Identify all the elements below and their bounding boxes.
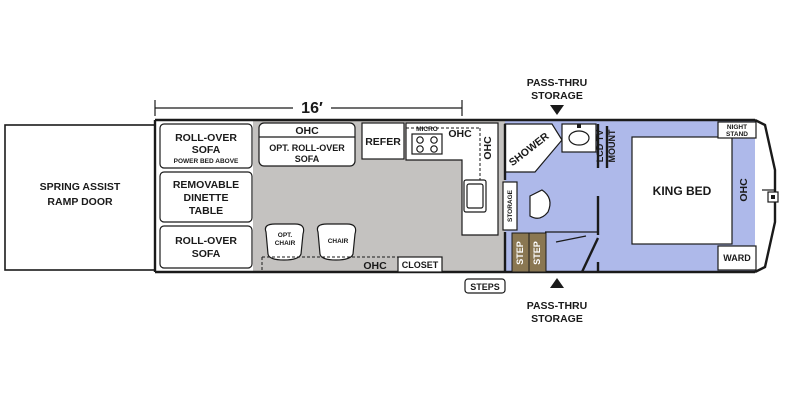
- exterior-walls: [153, 118, 779, 274]
- toilet: [529, 189, 551, 219]
- entry-steps: STEP STEP: [511, 232, 547, 273]
- king-bed-label: KING BED: [653, 184, 712, 198]
- night-stand-label-1: NIGHT: [727, 124, 747, 131]
- chair-label: CHAIR: [328, 238, 349, 245]
- arrow-down-icon: [550, 105, 564, 115]
- side-ohc-label: OHC: [482, 136, 494, 160]
- opt-chair: OPT. CHAIR: [264, 223, 305, 261]
- pass-thru-top-label-1: PASS-THRU: [527, 77, 587, 89]
- dinette-label-2: DINETTE: [184, 192, 229, 204]
- night-stand: NIGHT STAND: [717, 121, 757, 139]
- pass-thru-storage-top: PASS-THRU STORAGE: [527, 77, 587, 115]
- dinette-table: REMOVABLE DINETTE TABLE: [159, 171, 253, 223]
- cooktop: [411, 133, 443, 155]
- pass-thru-bottom-label-1: PASS-THRU: [527, 300, 587, 312]
- night-stand-label-2: STAND: [726, 131, 748, 138]
- steps-label: STEPS: [470, 282, 500, 292]
- pass-thru-bottom-label-2: STORAGE: [531, 313, 583, 325]
- dimension-line: 16′: [154, 98, 463, 117]
- rear-sofa-label-2: SOFA: [192, 248, 221, 260]
- opt-chair-label-1: OPT.: [278, 232, 293, 239]
- exterior-steps: STEPS: [464, 278, 506, 294]
- kitchen-ohc-label: OHC: [448, 128, 472, 140]
- bottom-ohc-closet: OHC CLOSET: [261, 256, 443, 273]
- opt-sofa-label-2: SOFA: [295, 154, 320, 164]
- storage-label: STORAGE: [507, 189, 514, 222]
- wardrobe: WARD: [717, 245, 757, 271]
- ramp-door-label-2: RAMP DOOR: [47, 196, 113, 208]
- opt-roll-over-sofa: OHC OPT. ROLL-OVER SOFA: [258, 122, 356, 167]
- dinette-label-1: REMOVABLE: [173, 179, 239, 191]
- bottom-ohc-label: OHC: [363, 260, 387, 272]
- interior-walls: [503, 124, 600, 273]
- dinette-label-3: TABLE: [189, 205, 223, 217]
- ramp-door: SPRING ASSIST RAMP DOOR: [4, 124, 156, 271]
- front-sofa: ROLL-OVER SOFA POWER BED ABOVE: [159, 123, 253, 169]
- front-sofa-sub-label: POWER BED ABOVE: [174, 158, 239, 165]
- shower: SHOWER: [504, 123, 563, 173]
- rear-sofa: ROLL-OVER SOFA: [159, 225, 253, 269]
- opt-chair-label-2: CHAIR: [275, 240, 296, 247]
- bedroom-ohc-label: OHC: [738, 178, 750, 202]
- step-2: [528, 232, 547, 273]
- step-label-2: STEP: [532, 241, 542, 265]
- micro-label: MICRO: [416, 126, 438, 133]
- opt-sofa-label-1: OPT. ROLL-OVER: [269, 143, 345, 153]
- ward-label: WARD: [723, 253, 751, 263]
- closet-label: CLOSET: [402, 260, 439, 270]
- sofa-ohc-label: OHC: [295, 125, 319, 137]
- storage-cabinet: STORAGE: [502, 181, 518, 231]
- king-bed: KING BED: [631, 136, 733, 245]
- lcd-tv-mount: LCD TV MOUNT: [595, 126, 617, 168]
- kitchen-sink: [463, 179, 487, 213]
- pass-thru-top-label-2: STORAGE: [531, 90, 583, 102]
- arrow-up-icon: [550, 278, 564, 288]
- lcd-label-2: MOUNT: [607, 129, 617, 162]
- dimension-label: 16′: [301, 100, 323, 117]
- bedroom-ohc: OHC: [731, 140, 750, 242]
- chair: CHAIR: [316, 223, 357, 261]
- pass-thru-storage-bottom: PASS-THRU STORAGE: [527, 278, 587, 325]
- refer-label: REFER: [365, 136, 401, 148]
- bathroom-sink: [561, 123, 597, 153]
- lcd-label-1: LCD TV: [595, 130, 605, 163]
- ramp-door-label-1: SPRING ASSIST: [40, 181, 121, 193]
- step-label-1: STEP: [515, 241, 525, 265]
- front-sofa-label-2: SOFA: [192, 144, 221, 156]
- refrigerator: REFER: [361, 122, 405, 160]
- rear-sofa-label-1: ROLL-OVER: [175, 235, 237, 247]
- front-sofa-label-1: ROLL-OVER: [175, 132, 237, 144]
